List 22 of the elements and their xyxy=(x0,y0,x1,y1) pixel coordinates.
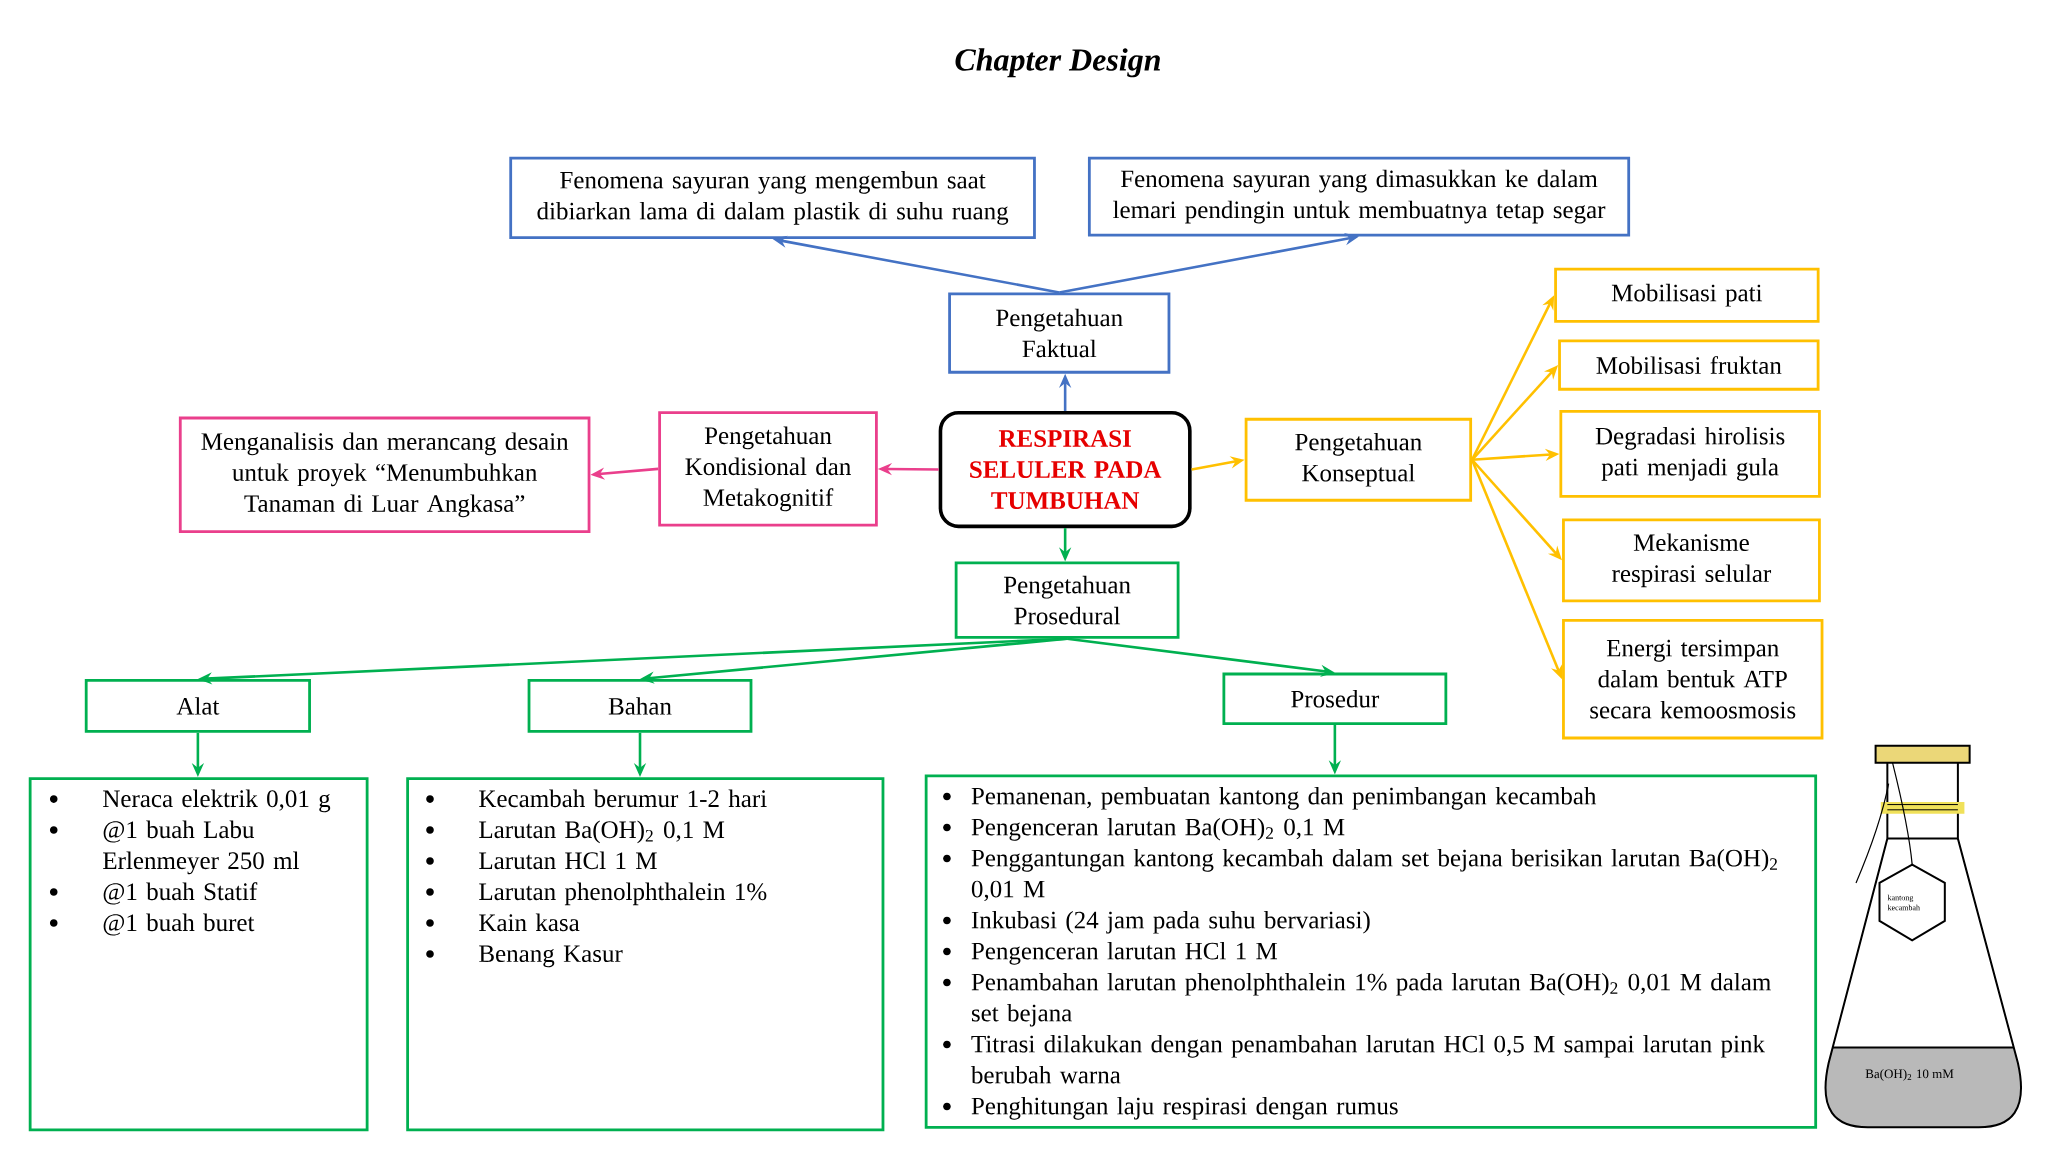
main-topic-box: RESPIRASI SELULER PADA TUMBUHAN xyxy=(938,410,1192,529)
concept-box: Menganalisis dan merancang desain untuk proyek “Menumbuhkan Tanaman di Luar Angkasa” xyxy=(178,416,591,533)
list-box: Neraca elektrik 0,01 g @1 buah Labu Erlenmeyer 250 ml @1 buah Statif @1 buah buret xyxy=(28,777,369,1132)
concept-box: Fenomena sayuran yang dimasukkan ke dalam lemari pendingin untuk membuatnya tetap segar xyxy=(1087,156,1631,237)
concept-box: Pengetahuan Konseptual xyxy=(1244,417,1473,502)
concept-box: Energi tersimpan dalam bentuk ATP secara kemoosmosis xyxy=(1562,619,1824,740)
concept-box: Mobilisasi pati xyxy=(1554,267,1820,323)
concept-box: Pengetahuan Prosedural xyxy=(954,561,1180,639)
concept-box: Pengetahuan Kondisional dan Metakognitif xyxy=(658,411,878,527)
list-box: Kecambah berumur 1-2 hari Larutan Ba(OH)$_{2}$ 0,1 M Larutan HCl 1 M Larutan phenolphthalein 1% Kain kasa Benang Kasur xyxy=(406,777,885,1132)
concept-box: Fenomena sayuran yang mengembun saat dibiarkan lama di dalam plastik di suhu ruang xyxy=(509,156,1036,240)
concept-box: Mobilisasi fruktan xyxy=(1558,339,1820,391)
concept-box: Pengetahuan Faktual xyxy=(948,292,1171,374)
list-box: Pemanenan, pembuatan kantong dan penimbangan kecambah Pengenceran larutan Ba(OH)$_{2}$ 0,1 M Penggantungan kantong kecambah dalam set bejana berisikan larutan Ba(OH)$_{2}$ 0,01 M Inkubasi (24 jam pada suhu bervariasi) Pengenceran larutan HCl 1 M Penambahan larutan phenolphthalein 1% pada larutan Ba(OH)$_{2}$ 0,01 M dalam set bejana Titrasi dilakukan dengan penambahan larutan HCl 0,5 M sampai larutan pink berubah warna Penghitungan laju respirasi dengan rumus xyxy=(924,774,1818,1129)
title: Chapter Design xyxy=(955,48,1160,78)
concept-box: Bahan xyxy=(527,679,753,733)
drawing-label: Ba(OH)$_{2}$ 10 mM xyxy=(1865,1069,1954,1081)
concept-box: Mekanisme respirasi selular xyxy=(1562,518,1821,603)
concept-box: Alat xyxy=(84,679,311,733)
concept-box: Degradasi hirolisis pati menjadi gula xyxy=(1559,410,1821,498)
drawing-label: kantong kecambah xyxy=(1887,894,1920,911)
concept-box: Prosedur xyxy=(1222,672,1448,725)
